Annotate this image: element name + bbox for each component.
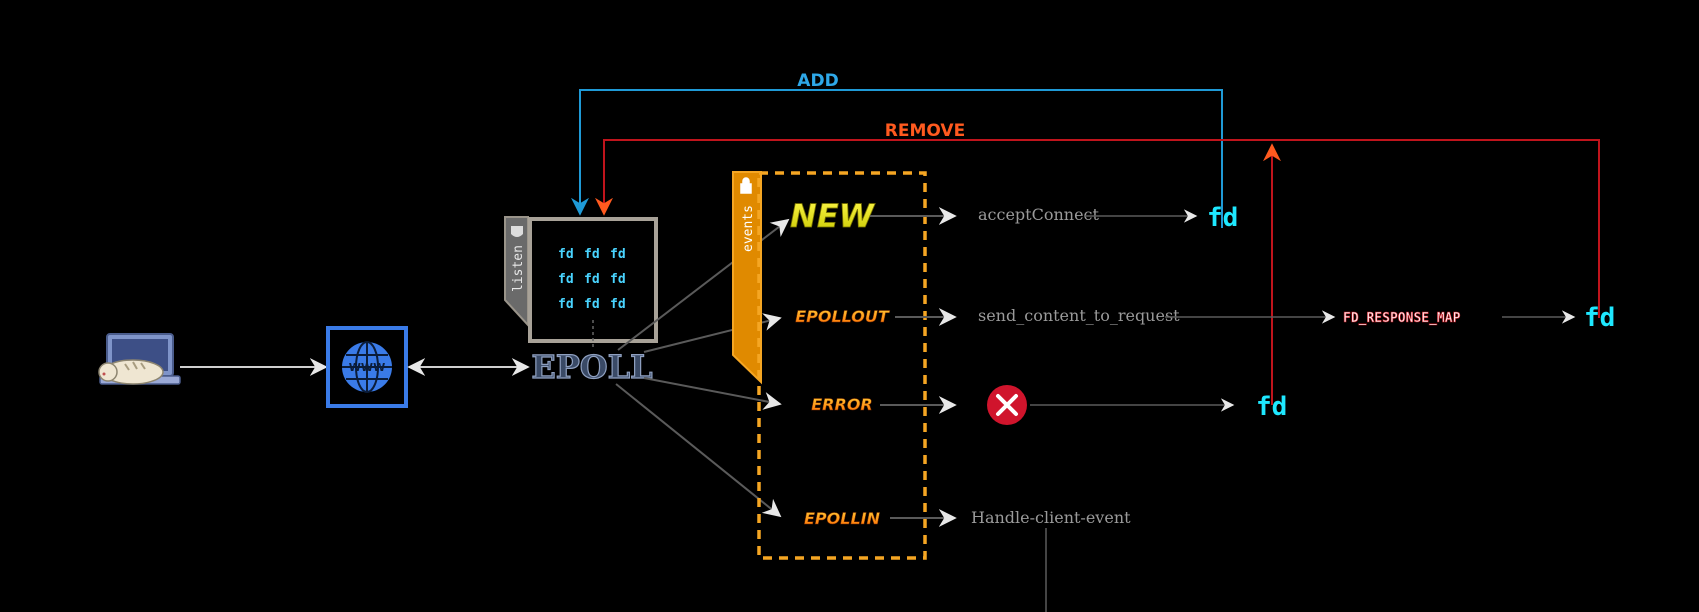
fd-item: fd bbox=[584, 247, 600, 262]
fd-item: fd bbox=[610, 272, 626, 287]
fd-item: fd bbox=[610, 247, 626, 262]
add-connector bbox=[571, 89, 1223, 228]
fd-error-icon: fd bbox=[1256, 392, 1287, 422]
epoll-label: EPOLL bbox=[531, 348, 652, 386]
error-close-icon bbox=[987, 385, 1027, 425]
fd-response-icon: fd bbox=[1584, 303, 1615, 333]
events-box bbox=[732, 171, 927, 560]
fd-grid: fd fd fd fd fd fd fd fd fd bbox=[558, 247, 626, 312]
remove-label: REMOVE bbox=[885, 121, 965, 141]
fd-new-icon: fd bbox=[1207, 203, 1238, 233]
event-handler-arrows bbox=[870, 207, 957, 527]
event-epollout-label: EPOLLOUT bbox=[795, 307, 890, 326]
event-new-label: NEW bbox=[790, 197, 876, 235]
fd-item: fd bbox=[558, 272, 574, 287]
fd-item: fd bbox=[610, 297, 626, 312]
fd-item: fd bbox=[584, 272, 600, 287]
fd-item: fd bbox=[558, 247, 574, 262]
lock-icon bbox=[740, 177, 752, 194]
fd-item: fd bbox=[584, 297, 600, 312]
event-epollin-label: EPOLLIN bbox=[804, 509, 881, 528]
events-label: events bbox=[741, 205, 756, 252]
www-label: WWW bbox=[349, 361, 385, 374]
listen-label: listen bbox=[511, 245, 526, 292]
listen-fd-set bbox=[504, 216, 658, 343]
shield-icon bbox=[511, 226, 523, 237]
fd-item: fd bbox=[558, 297, 574, 312]
laptop-client-icon bbox=[98, 333, 181, 385]
remove-connector bbox=[595, 139, 1600, 405]
send-content-handler: send_content_to_request bbox=[978, 306, 1180, 325]
add-label: ADD bbox=[797, 71, 838, 91]
accept-connect-handler: acceptConnect bbox=[978, 205, 1100, 224]
fd-response-map-label: FD_RESPONSE_MAP bbox=[1343, 311, 1461, 326]
event-error-label: ERROR bbox=[811, 395, 873, 414]
www-globe-icon bbox=[326, 326, 408, 408]
handle-client-event-handler: Handle-client-event bbox=[971, 508, 1131, 527]
